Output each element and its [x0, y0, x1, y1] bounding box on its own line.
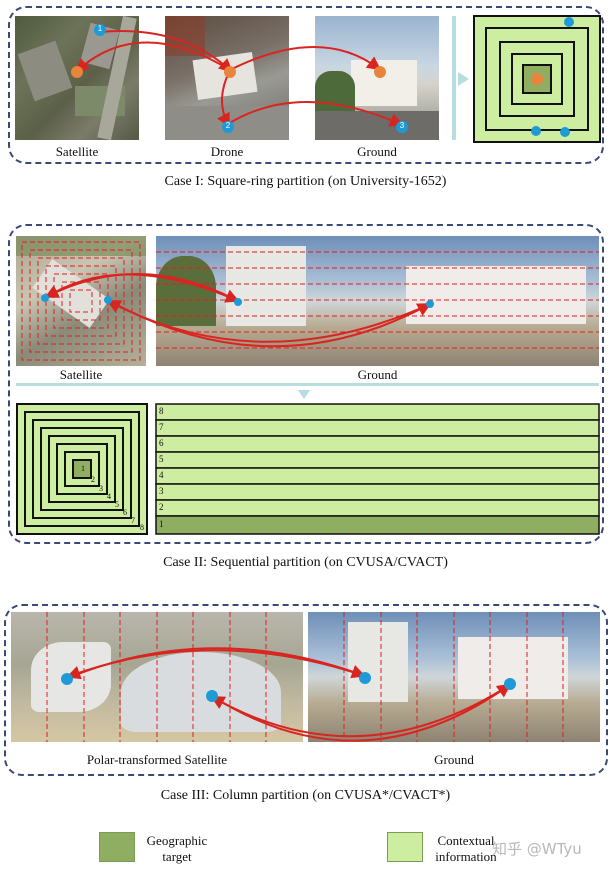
case1-drone-label: Drone [210, 144, 244, 159]
case1-marker-3: 3 [399, 121, 405, 130]
case2-divider [16, 383, 599, 386]
strip-number-2: 2 [159, 502, 164, 512]
case1-caption: Case I: Square-ring partition (on Univer… [164, 174, 447, 189]
case1-marker-2: 2 [225, 121, 231, 130]
ring-number-2: 2 [91, 475, 95, 484]
ring-number-7: 7 [131, 516, 135, 525]
case1-ground-label: Ground [357, 144, 397, 159]
legend-target-swatch [99, 832, 135, 862]
legend-target-line2: target [162, 849, 192, 864]
strip-number-6: 6 [159, 438, 164, 448]
strip-number-1: 1 [159, 519, 164, 529]
case3-ground-label: Ground [434, 752, 474, 767]
ring-number-8: 8 [140, 523, 144, 532]
case1-ground-image [315, 16, 439, 140]
case2-container [8, 224, 604, 544]
strip-number-3: 3 [159, 486, 164, 496]
case3-container [4, 604, 608, 776]
case2-satellite-label: Satellite [59, 367, 103, 382]
ring-number-3: 3 [99, 484, 103, 493]
case1-container [8, 6, 604, 164]
ring-number-4: 4 [107, 492, 111, 501]
case1-arrow-icon [458, 72, 469, 86]
case2-ground-label: Ground [357, 367, 398, 382]
case1-divider [452, 16, 456, 140]
case2-ground-image [156, 236, 599, 366]
strip-number-8: 8 [159, 406, 164, 416]
legend-target-text: Geographic target [136, 833, 218, 865]
strip-number-5: 5 [159, 454, 164, 464]
case3-satellite-label: Polar-transformed Satellite [86, 752, 228, 767]
case2-caption: Case II: Sequential partition (on CVUSA/… [163, 555, 448, 570]
case2-arrow-icon [298, 390, 310, 399]
strip-number-7: 7 [159, 422, 164, 432]
watermark: 知乎 @WTyu [492, 840, 582, 858]
legend-target-line1: Geographic [146, 833, 208, 848]
legend-context-text: Contextual information [424, 833, 508, 865]
legend-context-swatch [387, 832, 423, 862]
case1-satellite-label: Satellite [55, 144, 99, 159]
case1-satellite-image [15, 16, 139, 140]
strip-number-4: 4 [159, 470, 164, 480]
legend-context-line1: Contextual [437, 833, 495, 848]
ring-number-6: 6 [123, 508, 127, 517]
ring-number-1: 1 [81, 464, 85, 473]
case1-marker-1: 1 [97, 24, 103, 33]
legend-context-line2: information [435, 849, 497, 864]
ring-number-5: 5 [115, 500, 119, 509]
case3-caption: Case III: Column partition (on CVUSA*/CV… [160, 788, 451, 803]
